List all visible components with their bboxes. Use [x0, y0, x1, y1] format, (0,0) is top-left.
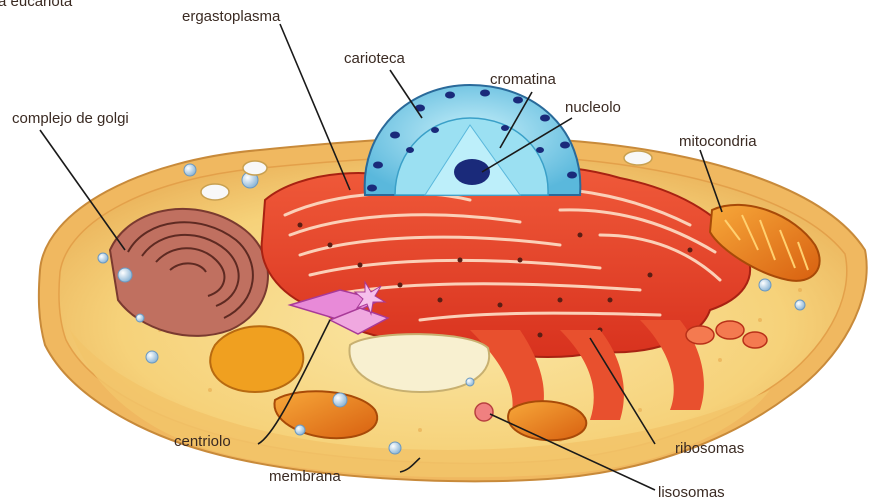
label-golgi: complejo de golgi: [12, 110, 129, 127]
nucleolus: [454, 159, 490, 185]
vacuole-orange: [210, 326, 303, 392]
top-caption: a eucariota: [0, 0, 73, 10]
label-carioteca: carioteca: [344, 50, 406, 67]
label-lisosomas: lisosomas: [658, 484, 725, 501]
label-ribosomas: ribosomas: [675, 440, 744, 457]
label-ergastoplasma: ergastoplasma: [182, 8, 281, 25]
lysosome: [475, 403, 493, 421]
label-cromatina: cromatina: [490, 71, 557, 88]
nucleus: [365, 85, 581, 195]
label-centriolo: centriolo: [174, 433, 231, 450]
label-mitocondria: mitocondria: [679, 133, 757, 150]
label-membrana: membrana: [269, 468, 341, 485]
label-nucleolo: nucleolo: [565, 99, 621, 116]
